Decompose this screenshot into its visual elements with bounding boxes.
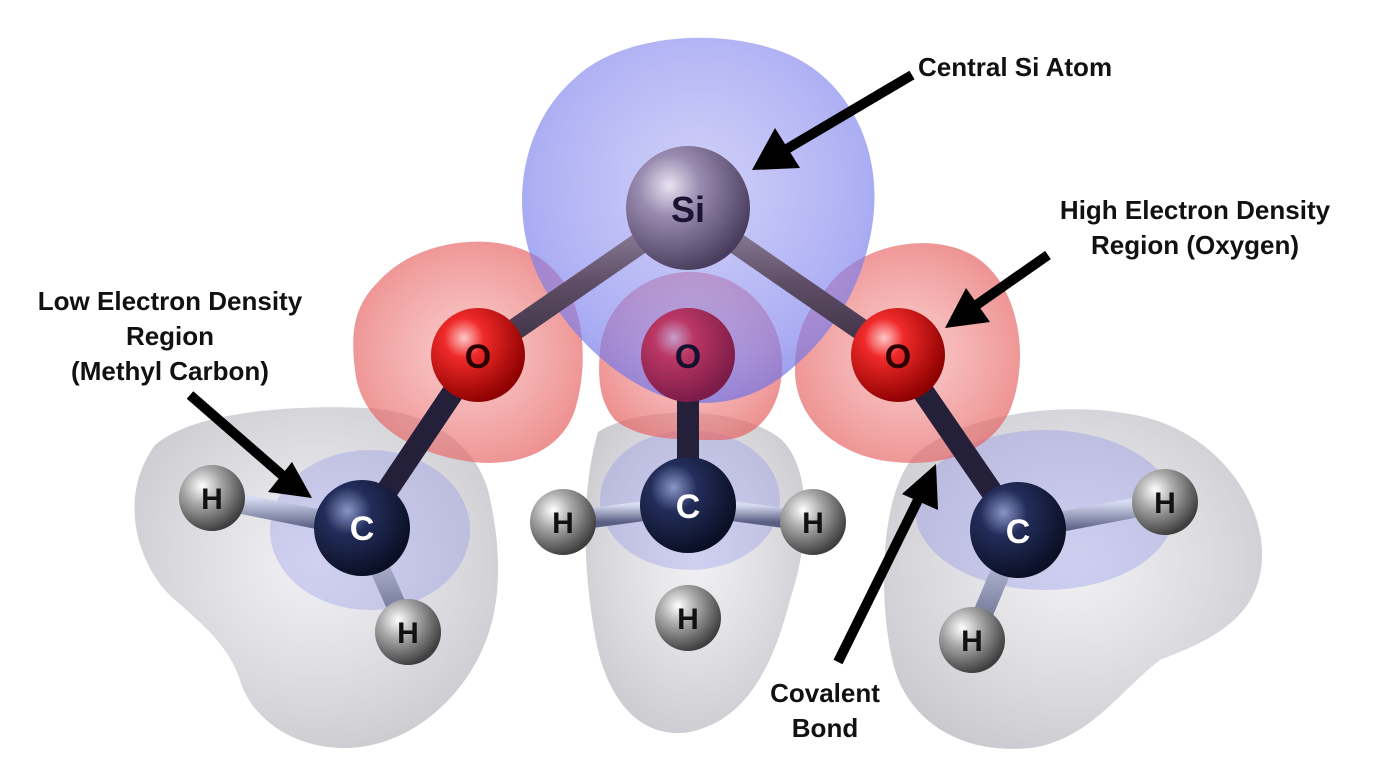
atom-label-o-center: O [675,338,701,376]
covalent-bond-label: Covalent Bond [755,676,895,746]
atom-label-h: H [201,483,223,516]
arrow-high-density [945,250,1051,328]
high-density-label-line1: High Electron Density [1059,195,1331,225]
central-si-label-text: Central Si Atom [918,52,1113,82]
atom-h-left-1: H [179,465,245,531]
arrow-central-si [752,70,915,170]
callout-arrows [186,70,1051,665]
atom-o-center: O [641,308,735,402]
low-density-label-line1: Low Electron Density [37,286,303,316]
atom-label-h: H [397,617,419,650]
atom-c-right: C [970,482,1066,578]
covalent-bond-label-line1: Covalent [770,678,880,708]
atom-o-right: O [851,308,945,402]
high-density-label: High Electron Density Region (Oxygen) [1010,193,1376,263]
atom-c-left: C [314,480,410,576]
arrow-covalent-bond [833,464,938,665]
atom-h-center-1: H [530,489,596,555]
central-si-label: Central Si Atom [918,50,1112,85]
atom-h-center-3: H [655,585,721,651]
atom-label-c-left: C [350,510,375,548]
atom-label-h: H [961,625,983,658]
atom-label-h: H [552,507,574,540]
atom-h-center-2: H [780,489,846,555]
atom-label-o-right: O [885,338,911,376]
atom-h-left-2: H [375,599,441,665]
high-density-label-line2: Region (Oxygen) [1090,230,1299,260]
atom-c-center: C [640,457,736,553]
atom-h-right-2: H [939,607,1005,673]
atoms: Si O O O C C C H [179,146,1198,673]
atom-label-c-center: C [676,488,701,526]
atom-h-right-1: H [1132,469,1198,535]
covalent-bond-label-line2: Bond [791,713,859,743]
atom-o-left: O [431,308,525,402]
atom-label-h: H [1154,487,1176,520]
low-density-label-line3: (Methyl Carbon) [71,356,269,386]
low-density-label: Low Electron Density Region (Methyl Carb… [10,284,330,389]
atom-label-o-left: O [465,338,491,376]
arrow-low-density [186,391,312,498]
low-density-label-line2: Region [125,321,215,351]
atom-si: Si [626,146,750,270]
atom-label-c-right: C [1006,513,1031,551]
atom-label-h: H [802,507,824,540]
atom-label-h: H [677,603,699,636]
atom-label-si: Si [671,189,705,230]
